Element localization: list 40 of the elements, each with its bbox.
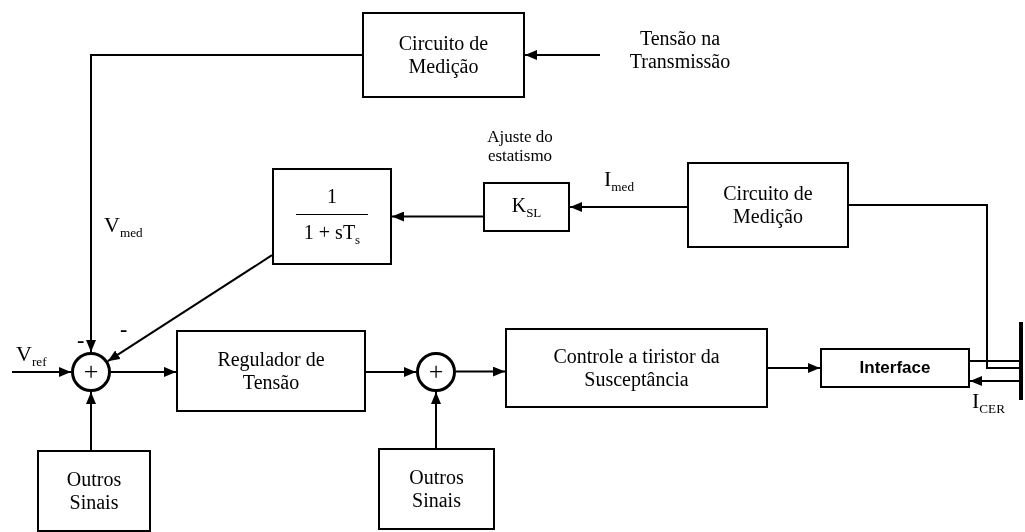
arrow — [110, 366, 177, 377]
plus-sign: + — [83, 359, 99, 385]
process-box — [378, 448, 495, 530]
summing-junction — [416, 352, 456, 392]
arrow — [86, 54, 363, 353]
node-label: Outros Sinais — [408, 466, 465, 512]
process-box — [362, 12, 525, 98]
process-box — [37, 450, 151, 532]
arrow — [86, 391, 96, 451]
node-label: K$_{SL}$ — [511, 193, 542, 221]
arrow — [365, 367, 417, 377]
connector-line — [969, 360, 1020, 362]
process-box — [687, 162, 849, 248]
node-label: Controle a tiristor da Susceptância — [552, 345, 721, 391]
arrow — [455, 366, 506, 377]
arrow — [969, 376, 1020, 386]
bus-bar — [1019, 322, 1023, 400]
process-box — [176, 330, 366, 412]
arrow — [524, 50, 601, 60]
node-label: Outros Sinais — [65, 468, 123, 514]
arrow — [391, 211, 484, 222]
arrow — [106, 254, 273, 363]
annotation-text: Ajuste do estatismo — [486, 128, 554, 166]
node-label: Interface — [859, 358, 931, 378]
process-box — [820, 348, 970, 388]
denominator: 1 + sT$_{s}$ — [303, 221, 361, 248]
connector-line — [848, 204, 1020, 369]
node-label: Circuito de Medição — [397, 32, 490, 78]
arrow — [569, 202, 688, 212]
node-label: Tensão na Transmissão — [628, 27, 732, 73]
summing-junction — [71, 352, 111, 392]
arrow — [11, 367, 72, 377]
transfer-function-box — [272, 168, 392, 265]
plus-sign: + — [428, 359, 444, 385]
numerator: 1 — [327, 185, 337, 209]
arrow — [767, 363, 821, 373]
node-label: Regulador de Tensão — [216, 348, 326, 394]
arrow — [431, 391, 441, 449]
node-label: Circuito de Medição — [722, 182, 814, 228]
process-box — [505, 328, 768, 408]
